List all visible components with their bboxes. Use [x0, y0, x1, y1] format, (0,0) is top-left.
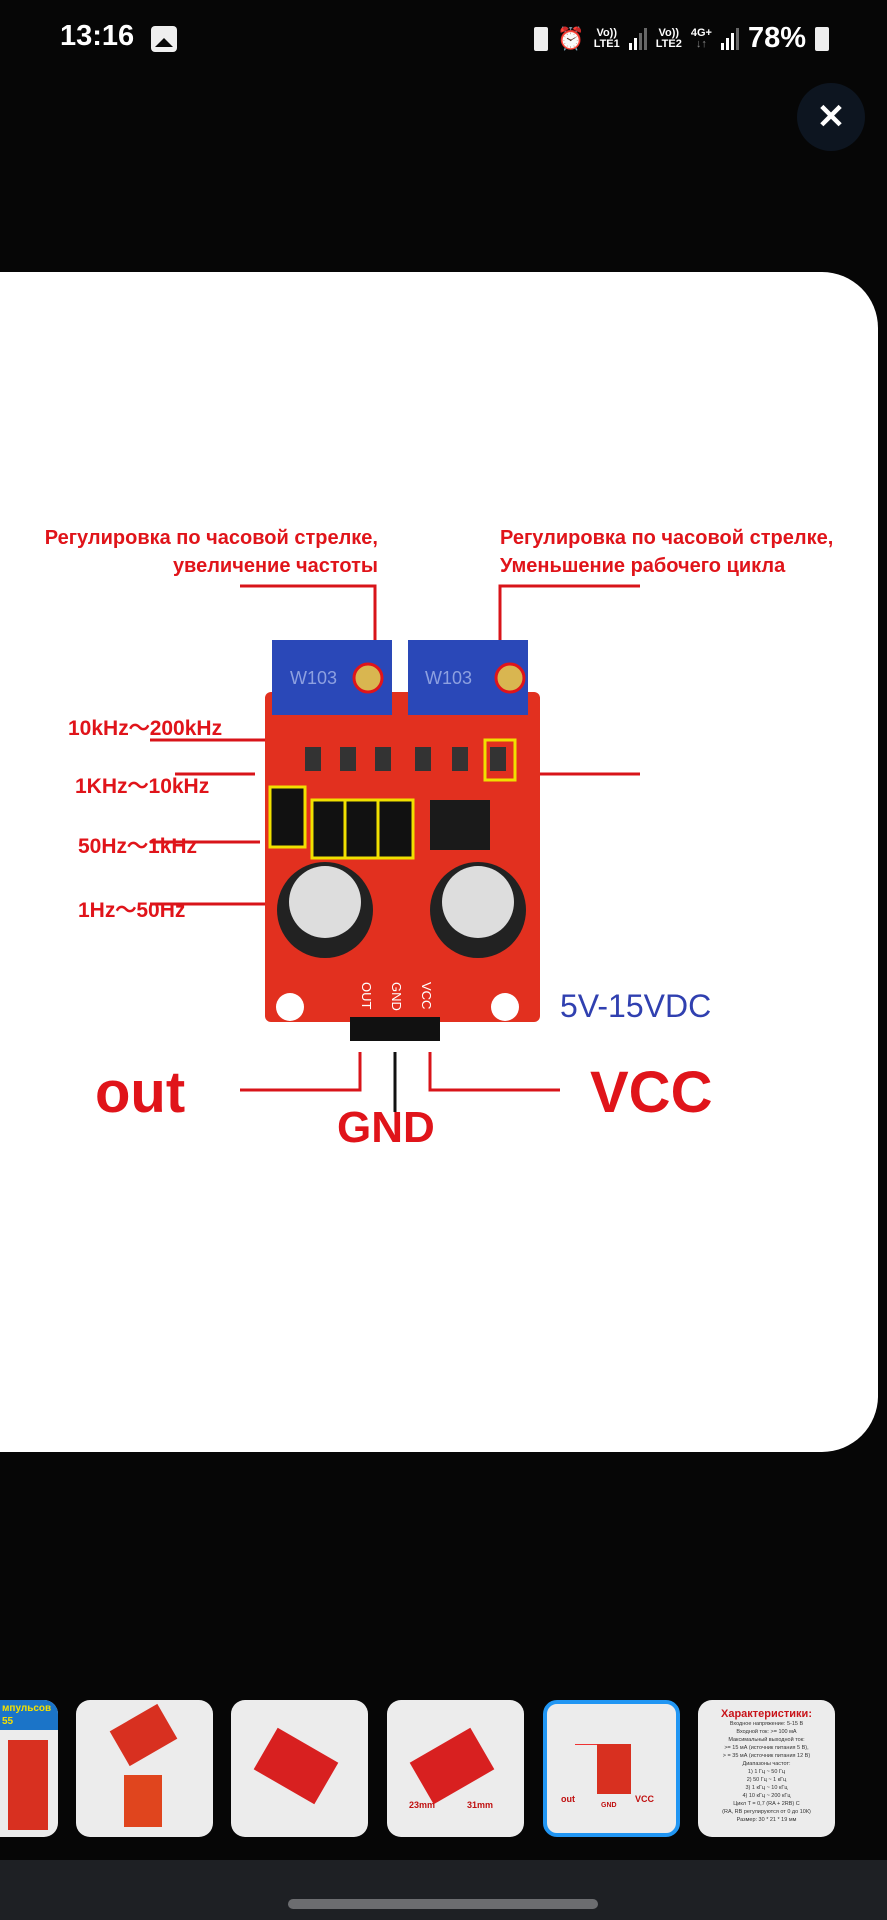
thumb-text: GND [601, 1802, 617, 1809]
volte-1: Vo)) [596, 26, 618, 39]
svg-text:50Hz～1kHz: 50Hz～1kHz [78, 835, 197, 858]
thumb-text: 31mm [467, 1800, 494, 1810]
svg-text:W103: W103 [425, 668, 472, 688]
svg-text:1Hz～50Hz: 1Hz～50Hz [78, 899, 185, 922]
caption-left: Регулировка по часовой стрелке,увеличени… [44, 527, 378, 577]
svg-text:10kHz～200kHz: 10kHz～200kHz [68, 717, 222, 740]
thumbnail-1[interactable]: мпульсов 55 [0, 1700, 58, 1837]
alarm-icon: ⏰ [557, 25, 585, 51]
svg-text:GND: GND [389, 982, 404, 1011]
thumbnail-5-selected[interactable]: out GND VCC [543, 1700, 680, 1837]
battery-percent: 78% [747, 22, 806, 54]
signal-icon [720, 27, 739, 50]
spec-line: Максимальный выходной ток: [728, 1737, 805, 1743]
network-1: LTE1 [593, 37, 620, 50]
navigation-bar [0, 1860, 887, 1920]
battery-icon [815, 26, 829, 51]
caption-right: Регулировка по часовой стрелке,Уменьшени… [500, 527, 834, 577]
thumbnail-3[interactable] [231, 1700, 368, 1837]
thumb-text: out [561, 1794, 575, 1804]
spec-line: >= 15 мА (источник питания 5 В), [724, 1745, 809, 1751]
data-type: 4G+ [690, 26, 712, 39]
thumb-text: 23mm [409, 1800, 436, 1810]
thumb-text: мпульсов [2, 1703, 52, 1714]
svg-text:GND: GND [337, 1103, 435, 1152]
spec-line: Диапазоны частот: [742, 1761, 791, 1767]
svg-text:out: out [95, 1060, 185, 1125]
spec-line: 3) 1 кГц ~ 10 кГц [745, 1785, 788, 1791]
pin-header [350, 1017, 440, 1041]
status-bar: 13:16 ⏰ Vo))LTE1 Vo))LTE2 4G+↓↑ 78% [0, 0, 887, 80]
spec-line: 2) 50 Гц ~ 1 кГц [746, 1777, 787, 1783]
spec-line: Цикл T = 0,7 (RA + 2RB) C [733, 1801, 800, 1807]
thumbnail-4[interactable]: 23mm 31mm [387, 1700, 524, 1837]
network-2: LTE2 [655, 37, 682, 50]
thumb-text: 55 [2, 1716, 14, 1727]
gallery-icon [151, 26, 177, 52]
svg-text:1KHz～10kHz: 1KHz～10kHz [75, 775, 209, 798]
close-button[interactable]: ✕ [797, 83, 865, 151]
clock: 13:16 [60, 20, 135, 52]
spec-line: 4) 10 кГц ~ 200 кГц [742, 1793, 791, 1799]
thumbnail-strip[interactable]: мпульсов 55 23mm 31mm out GND VCC Характе… [0, 1700, 887, 1837]
volte-2: Vo)) [658, 26, 680, 39]
spec-line: (RA, RB регулируются от 0 до 10К) [722, 1809, 811, 1815]
svg-text:5V-15VDC: 5V-15VDC [560, 988, 711, 1024]
thumbnail-6[interactable]: Характеристики: Входное напряжение: 5-15… [698, 1700, 835, 1837]
spec-line: Размер: 30 * 21 * 19 мм [736, 1817, 797, 1823]
ne555-chip [430, 800, 490, 850]
spec-line: Входной ток: >= 100 мА [736, 1729, 797, 1735]
svg-text:VCC: VCC [419, 982, 434, 1009]
product-image[interactable]: Регулировка по часовой стрелке,увеличени… [0, 272, 878, 1452]
spec-line: 1) 1 Гц ~ 50 Гц [747, 1769, 786, 1775]
signal-icon [628, 27, 647, 50]
svg-text:VCC: VCC [590, 1060, 712, 1125]
thumb-title: Характеристики: [721, 1708, 812, 1720]
home-gesture-handle[interactable] [288, 1899, 598, 1909]
battery-saver-icon [534, 26, 549, 51]
svg-text:OUT: OUT [359, 982, 374, 1010]
board-illustration: W103 W103 OUT GND VCC 10kHz～200kHz 1KHz～… [68, 584, 712, 1152]
svg-text:W103: W103 [290, 668, 337, 688]
spec-line: > = 35 мА (источник питания 12 В) [722, 1753, 811, 1759]
spec-line: Входное напряжение: 5-15 В [729, 1721, 804, 1727]
thumbnail-2[interactable] [76, 1700, 213, 1837]
thumb-text: VCC [635, 1794, 655, 1804]
